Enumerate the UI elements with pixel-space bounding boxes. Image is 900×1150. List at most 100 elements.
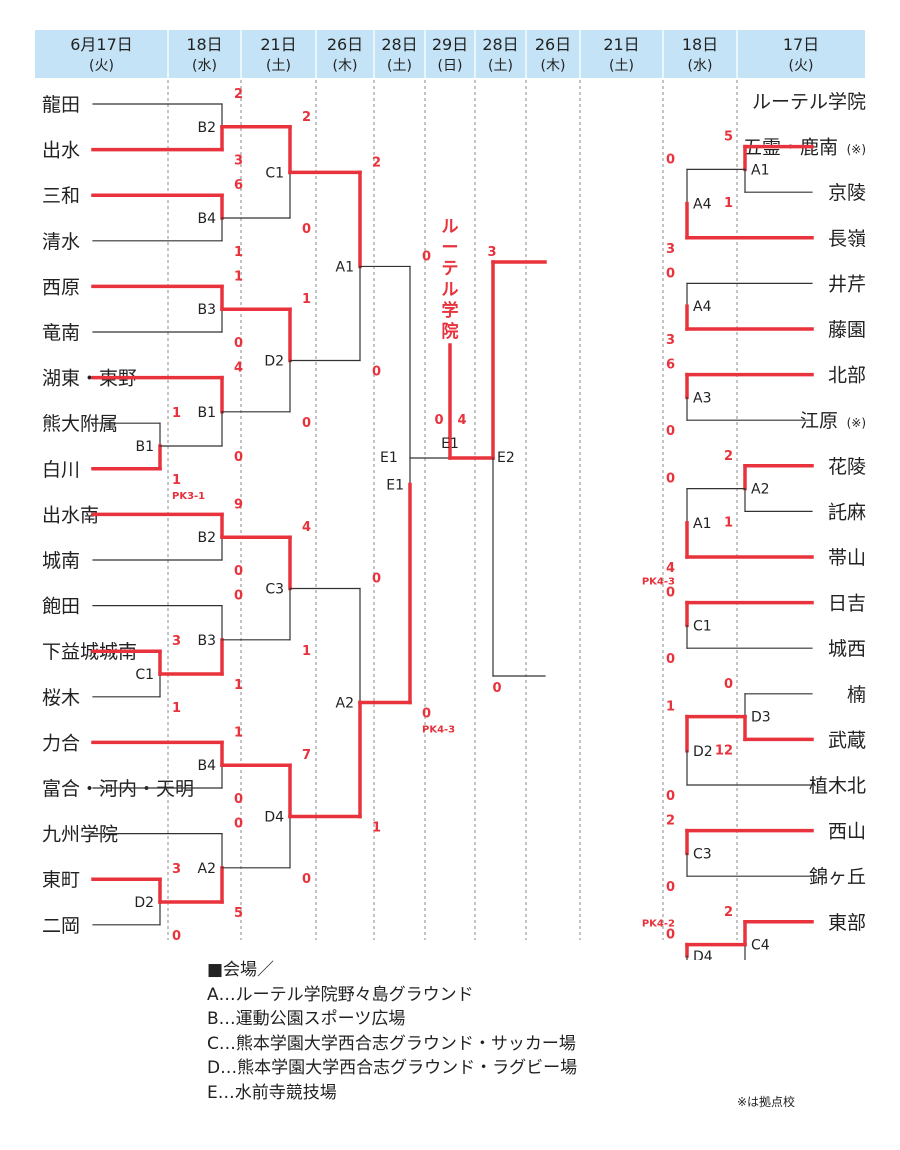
header-weekday: (木)	[541, 58, 566, 74]
team-note: (※)	[847, 416, 866, 430]
venue-code: B1	[197, 405, 216, 421]
match-score: 3	[172, 862, 181, 877]
match-score: 0	[422, 707, 431, 722]
match-score: 4	[302, 520, 311, 535]
header-date: 17日	[783, 35, 819, 54]
team-name: 東部	[828, 912, 866, 934]
match-score: 1	[372, 821, 381, 836]
footnote: ※は拠点校	[737, 1095, 796, 1109]
match-score: 2	[302, 110, 311, 125]
venue-legend: ■会場／ A…ルーテル学院野々島グラウンド B…運動公園スポーツ広場 C…熊本学…	[207, 958, 577, 1105]
header-weekday: (水)	[688, 58, 713, 74]
venue-code: B1	[135, 439, 154, 455]
pk-result: PK4-3	[422, 725, 455, 736]
match-score: 5	[724, 130, 733, 145]
match-score: 0	[302, 416, 311, 431]
match-score: 12	[715, 743, 733, 758]
final-score: 4	[457, 413, 466, 428]
team-name: 清水	[42, 231, 80, 253]
match-score: 0	[666, 880, 675, 895]
team-name: 日吉	[828, 593, 866, 615]
header-date: 26日	[535, 35, 571, 54]
team-name: 長嶺	[828, 228, 866, 250]
match-score: 4	[234, 361, 243, 376]
venue-code: B2	[197, 530, 216, 546]
match-score: 1	[234, 725, 243, 740]
match-score: 1	[234, 269, 243, 284]
team-name: 竜南	[42, 322, 80, 344]
team-name: 楠	[847, 684, 866, 706]
header-weekday: (土)	[488, 58, 513, 74]
team-name: 帯山	[828, 547, 866, 569]
team-name: 江原	[800, 410, 838, 432]
venue-code: A2	[198, 861, 216, 877]
match-score: 1	[724, 515, 733, 530]
team-name: 城南	[42, 550, 80, 572]
match-score: 0	[234, 564, 243, 579]
team-name: 東町	[42, 869, 80, 891]
champion-name: ルーテル学院	[442, 217, 459, 342]
team-name: 京陵	[828, 182, 866, 204]
venue-code: E1	[441, 436, 459, 452]
header-date: 18日	[186, 35, 222, 54]
venue-code: B4	[197, 758, 216, 774]
match-score: 0	[302, 872, 311, 887]
venue-code: B2	[197, 120, 216, 136]
match-score: 1	[724, 196, 733, 211]
match-score: 2	[724, 449, 733, 464]
match-score: 2	[234, 87, 243, 102]
header-weekday: (日)	[438, 58, 463, 74]
match-score: 0	[234, 792, 243, 807]
match-score: 9	[234, 497, 243, 512]
venue-code: D2	[134, 895, 154, 911]
match-score: 0	[372, 365, 381, 380]
match-score: 0	[234, 336, 243, 351]
match-score: 0	[666, 652, 675, 667]
venue-code: C3	[265, 582, 284, 598]
venue-code: D4	[693, 949, 713, 960]
match-score: 0	[666, 266, 675, 281]
team-name: 植木北	[809, 775, 866, 797]
team-name: 西山	[828, 821, 866, 843]
match-score: 3	[234, 154, 243, 169]
team-name: 出水南	[42, 504, 99, 526]
team-name: 錦ヶ丘	[809, 866, 866, 888]
venue-code: E1	[380, 450, 398, 466]
venue-code: B4	[197, 211, 216, 227]
match-score: 1	[172, 406, 181, 421]
team-name: 力合	[42, 732, 80, 754]
match-score: 1	[234, 245, 243, 260]
final-score: 0	[434, 413, 443, 428]
team-name: 井芹	[828, 273, 866, 295]
pk-result: PK3-1	[172, 491, 205, 502]
venue-code: A1	[336, 259, 354, 275]
venue-code: D2	[693, 744, 713, 760]
match-score: 2	[372, 155, 381, 170]
match-score: 0	[666, 586, 675, 601]
match-score: 0	[372, 572, 381, 587]
team-note: (※)	[847, 143, 866, 157]
header-date: 18日	[682, 35, 718, 54]
header-weekday: (土)	[266, 58, 291, 74]
venue-code: C3	[693, 846, 712, 862]
venue-code: C1	[265, 165, 284, 181]
header-band	[35, 30, 865, 78]
team-name: 富合・河内・天明	[42, 778, 194, 800]
match-score: 0	[234, 589, 243, 604]
match-score: 1	[234, 678, 243, 693]
legend-venue-d: D…熊本学園大学西合志グラウンド・ラグビー場	[207, 1058, 578, 1078]
header-date: 6月17日	[70, 35, 133, 54]
team-name: 武蔵	[828, 729, 866, 751]
venue-code: C1	[693, 618, 712, 634]
team-name: 二岡	[42, 915, 80, 937]
match-score: 0	[666, 152, 675, 167]
match-score: 1	[666, 700, 675, 715]
legend-venue-e: E…水前寺競技場	[207, 1082, 337, 1103]
team-name: 熊大附属	[42, 413, 118, 435]
venue-code: D2	[264, 354, 284, 370]
team-name: 湖東・東野	[42, 368, 137, 390]
pk-result: PK4-2	[642, 919, 675, 930]
venue-code: E1	[386, 477, 404, 493]
legend-venue-b: B…運動公園スポーツ広場	[207, 1009, 406, 1029]
